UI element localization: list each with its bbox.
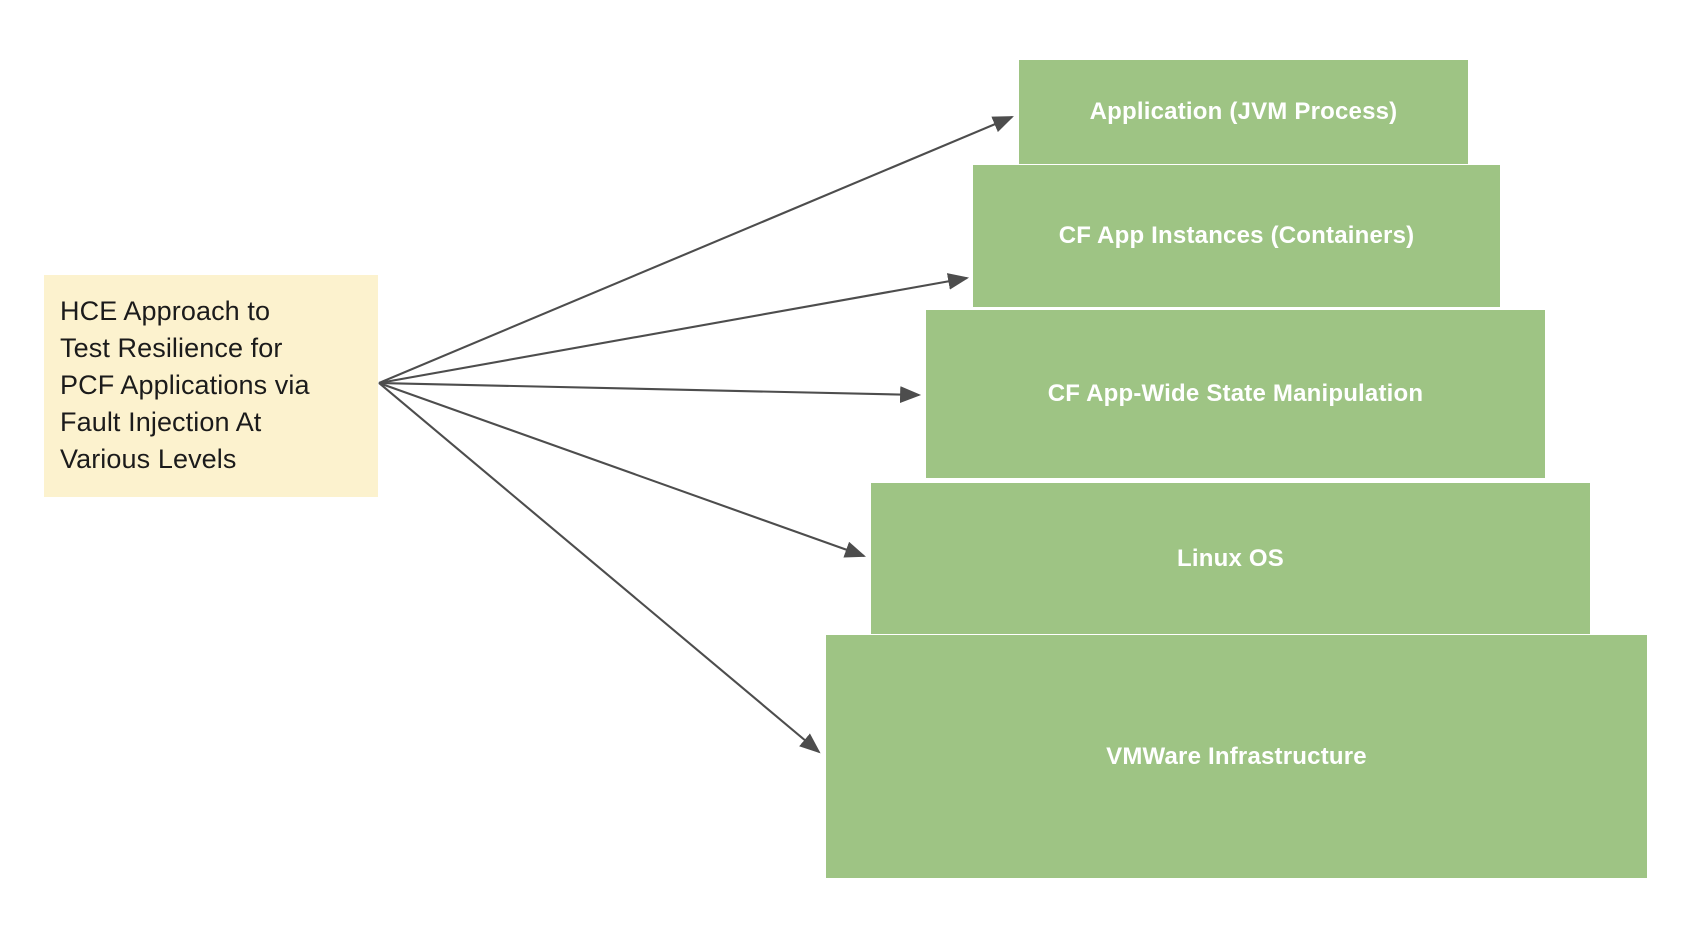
layer-box-cf-app-instances[interactable]: CF App Instances (Containers) xyxy=(973,165,1500,307)
layer-box-vmware-infrastructure[interactable]: VMWare Infrastructure xyxy=(826,635,1647,878)
layer-label: CF App Instances (Containers) xyxy=(1058,222,1415,249)
layer-label: Application (JVM Process) xyxy=(1089,98,1398,125)
arrow-to-layer-2 xyxy=(378,381,922,403)
layer-label: VMWare Infrastructure xyxy=(1106,742,1367,770)
arrow-to-layer-4 xyxy=(378,382,821,754)
layer-label: CF App-Wide State Manipulation xyxy=(1047,380,1424,407)
layer-box-linux-os[interactable]: Linux OS xyxy=(871,483,1590,634)
layer-box-application[interactable]: Application (JVM Process) xyxy=(1019,60,1468,164)
source-node-label: HCE Approach to Test Resilience for PCF … xyxy=(60,296,310,474)
arrow-to-layer-1 xyxy=(378,273,970,385)
arrow-to-layer-3 xyxy=(378,382,866,558)
layer-label: Linux OS xyxy=(1177,544,1284,572)
source-node[interactable]: HCE Approach to Test Resilience for PCF … xyxy=(44,275,378,497)
arrow-to-layer-0 xyxy=(378,116,1014,384)
layer-box-cf-app-wide-state[interactable]: CF App-Wide State Manipulation xyxy=(926,310,1545,478)
